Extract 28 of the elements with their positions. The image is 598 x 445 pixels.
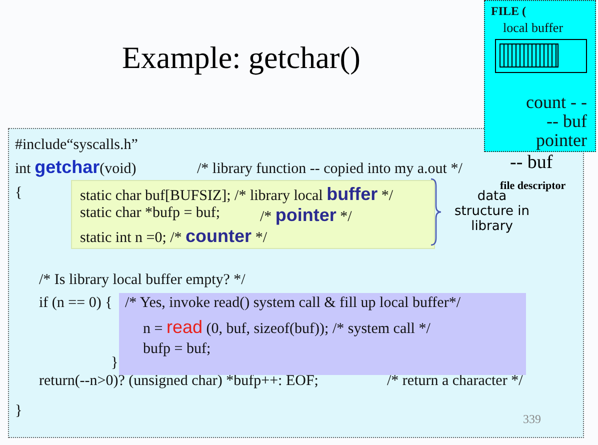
descriptor-label: file descriptor: [500, 180, 566, 192]
code-line: int getchar(void): [15, 157, 136, 178]
code-line: if (n == 0) {: [39, 295, 112, 312]
code-line: return(--n>0)? (unsigned char) *bufp++: EOF;: [39, 373, 318, 390]
code-line: }: [111, 355, 118, 372]
code-line: static char *bufp = buf;: [80, 205, 220, 222]
code-comment: /* return a character */: [387, 373, 523, 390]
code-line: n = read (0, buf, sizeof(buf)); /* system call */: [143, 317, 430, 338]
code-line: static char buf[BUFSIZ]; /* library local buffer */: [80, 184, 394, 205]
code-comment: /* library function -- copied into my a.out */: [197, 161, 462, 178]
file-structure-box: [484, 0, 596, 152]
file-label: FILE (: [491, 4, 526, 19]
field-list: count - --- buf pointer: [521, 93, 587, 150]
buffer-label: local buffer: [503, 20, 564, 36]
static-variables-box: [71, 180, 435, 249]
code-line: {: [15, 185, 22, 202]
code-comment: /* pointer */: [260, 205, 352, 226]
read-call-box: [119, 293, 526, 375]
code-line: static int n =0; /* counter */: [80, 226, 267, 247]
code-line: }: [15, 403, 22, 420]
code-line: bufp = buf;: [143, 341, 211, 358]
code-comment: /* Yes, invoke read() system call & fill up local buffer*/: [125, 295, 460, 312]
library-note: data structure in library: [454, 189, 530, 234]
page-number: 339: [523, 412, 541, 427]
code-line: #include“syscalls.h”: [15, 137, 138, 154]
code-comment: /* Is library local buffer empty? */: [39, 272, 246, 289]
pointer-label: -- buf: [510, 152, 553, 174]
slide-title: Example: getchar(): [122, 40, 360, 76]
